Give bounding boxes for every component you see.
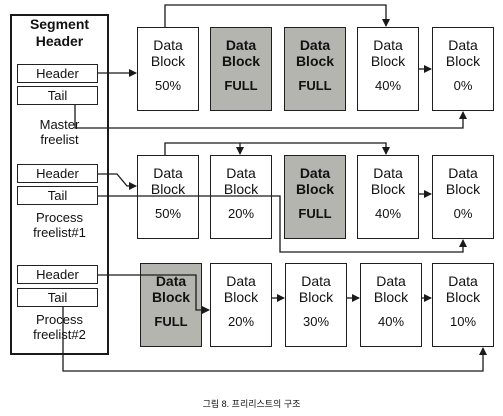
arrow-pf1-tail: [98, 195, 467, 253]
block-label: Data Block: [151, 273, 191, 305]
block-label: Data Block: [373, 273, 409, 305]
arrow-row2-top: [164, 142, 390, 155]
master-freelist-header: Header: [17, 64, 98, 83]
block-label: Data Block: [298, 273, 334, 305]
data-block-r2-c1: Data Block 50%: [137, 155, 199, 239]
block-fill: FULL: [154, 314, 188, 329]
data-block-r1-c1: Data Block 50%: [137, 27, 199, 111]
block-fill: 10%: [449, 314, 477, 329]
arrow-pf2-tail: [62, 307, 487, 372]
arrow-pf1-header: [98, 173, 137, 190]
block-fill: 20%: [227, 314, 255, 329]
block-fill: 40%: [374, 206, 402, 221]
process-freelist-2-label: Process freelist#2: [33, 312, 86, 342]
master-freelist-label: Master freelist: [39, 117, 80, 147]
block-label: Data Block: [445, 273, 481, 305]
block-fill: 0%: [453, 78, 473, 93]
block-fill: 40%: [377, 314, 405, 329]
block-label: Data Block: [445, 165, 481, 197]
data-block-r3-c5: Data Block 10%: [432, 263, 494, 347]
data-block-r2-c5: Data Block 0%: [432, 155, 494, 239]
block-label: Data Block: [150, 37, 186, 69]
block-fill: FULL: [298, 78, 332, 93]
figure-caption: 그림 8. 프리리스트의 구조: [202, 399, 301, 409]
block-fill: FULL: [224, 78, 258, 93]
arrow-pf2-header: [98, 274, 210, 314]
arrow-top-loop: [164, 4, 390, 27]
arrow-master-tail: [74, 105, 467, 129]
block-fill: 0%: [453, 206, 473, 221]
block-fill: 50%: [154, 206, 182, 221]
data-block-r3-c4: Data Block 40%: [360, 263, 422, 347]
block-label: Data Block: [370, 165, 406, 197]
block-fill: 50%: [154, 78, 182, 93]
process-freelist-1-tail: Tail: [17, 186, 98, 205]
process-freelist-2-header: Header: [17, 265, 98, 284]
block-label: Data Block: [221, 37, 261, 69]
data-block-r3-c3: Data Block 30%: [285, 263, 347, 347]
segment-header-box: [10, 14, 109, 355]
data-block-r1-c4: Data Block 40%: [357, 27, 419, 111]
block-fill: 40%: [374, 78, 402, 93]
process-freelist-2-tail: Tail: [17, 288, 98, 307]
block-label: Data Block: [295, 165, 335, 197]
data-block-r2-c2: Data Block 20%: [210, 155, 272, 239]
data-block-r3-c2: Data Block 20%: [210, 263, 272, 347]
data-block-r1-c5: Data Block 0%: [432, 27, 494, 111]
block-fill: 30%: [302, 314, 330, 329]
block-label: Data Block: [150, 165, 186, 197]
block-fill: 20%: [227, 206, 255, 221]
segment-header-title: Segment Header: [29, 16, 90, 49]
process-freelist-1-header: Header: [17, 164, 98, 183]
master-freelist-tail: Tail: [17, 86, 98, 105]
block-fill: FULL: [298, 206, 332, 221]
process-freelist-1-label: Process freelist#1: [33, 210, 86, 240]
data-block-r2-c4: Data Block 40%: [357, 155, 419, 239]
block-label: Data Block: [445, 37, 481, 69]
block-label: Data Block: [223, 273, 259, 305]
block-label: Data Block: [223, 165, 259, 197]
block-label: Data Block: [295, 37, 335, 69]
block-label: Data Block: [370, 37, 406, 69]
